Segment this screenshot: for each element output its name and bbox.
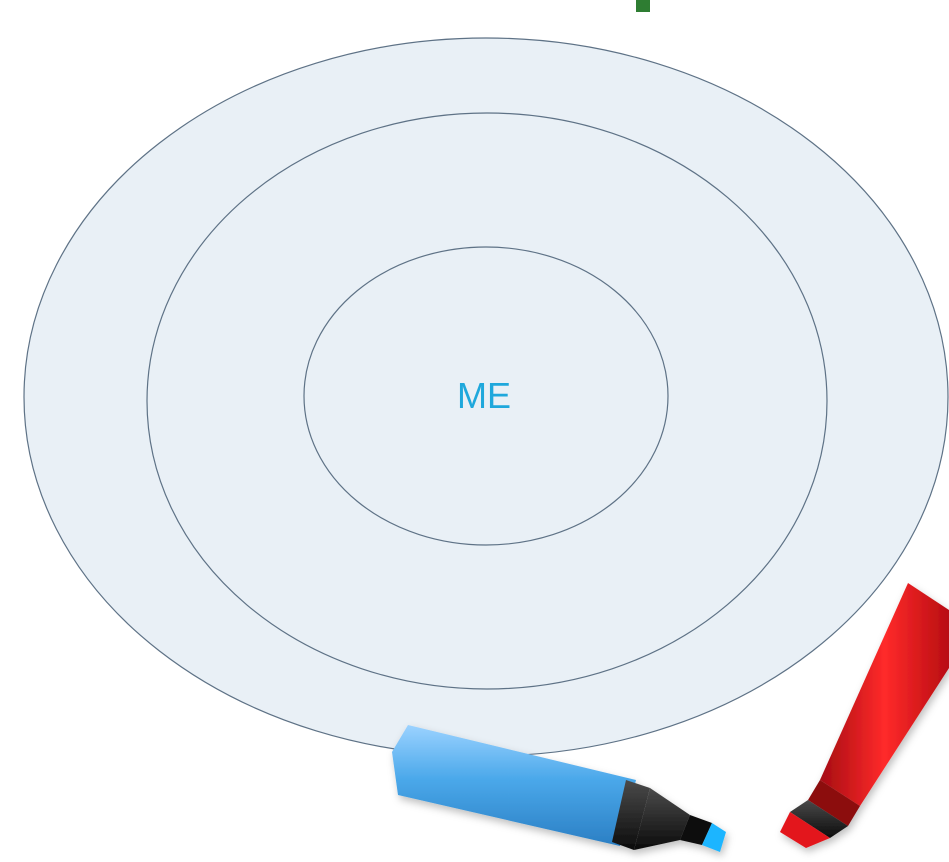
corner-accent	[636, 0, 650, 12]
center-label: ME	[457, 375, 511, 416]
